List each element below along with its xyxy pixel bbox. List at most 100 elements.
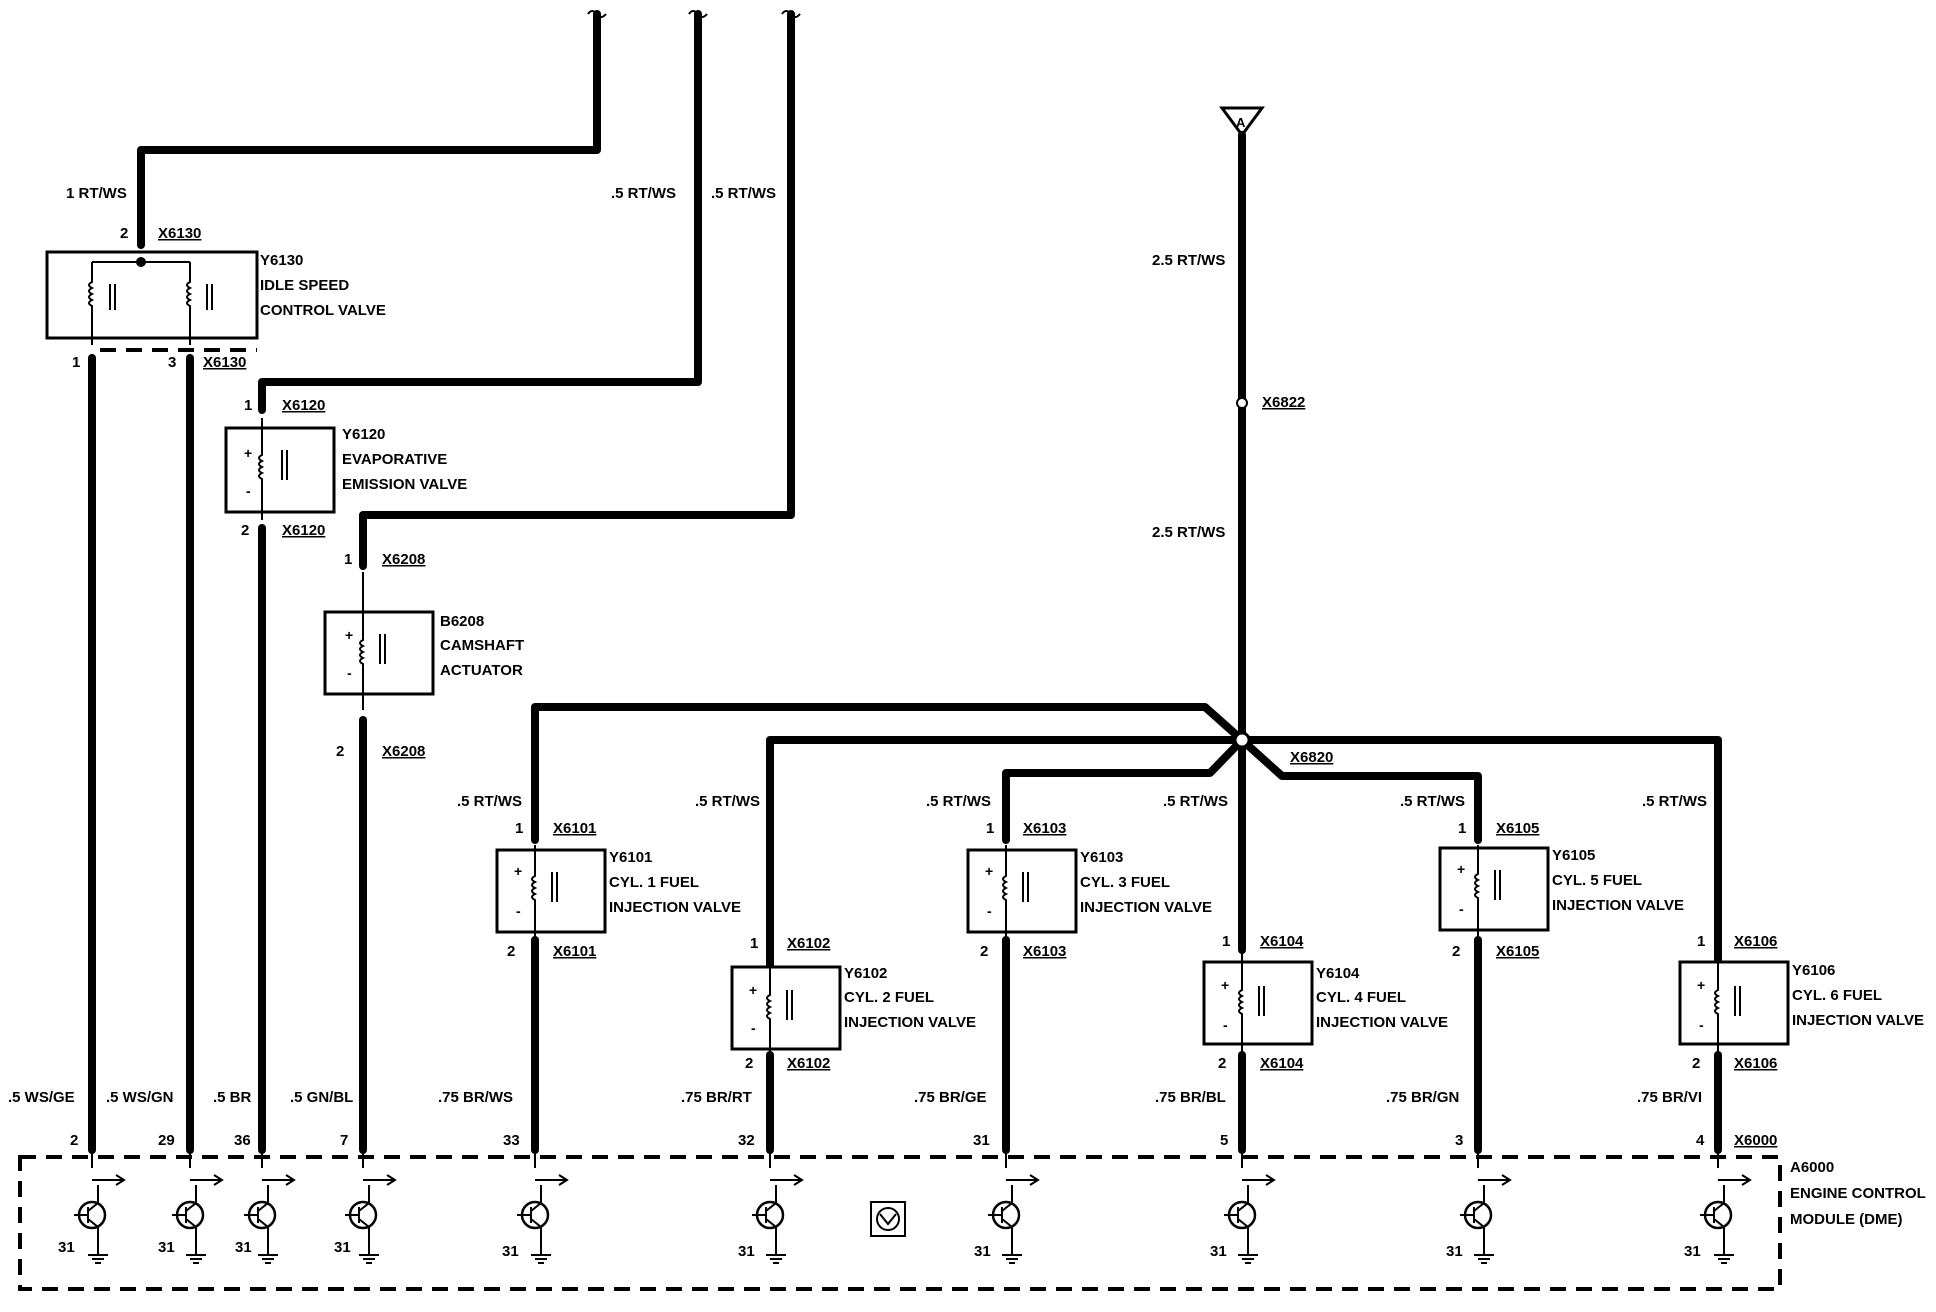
- y6106-line2: INJECTION VALVE: [1792, 1012, 1924, 1029]
- svg-text:-: -: [1699, 1017, 1704, 1033]
- ground-label-4: 31: [334, 1239, 351, 1256]
- svg-text:+: +: [1697, 977, 1705, 993]
- bottom-wire-10-label: .75 BR/VI: [1637, 1089, 1702, 1106]
- transistor-part: [766, 1254, 786, 1264]
- transistor-part: [257, 1185, 269, 1212]
- transistor-part: [88, 1254, 108, 1264]
- y6103-id: Y6103: [1080, 849, 1123, 866]
- ground-label-3: 31: [235, 1239, 252, 1256]
- svg-text:+: +: [985, 863, 993, 879]
- y6106-bottom-pin: 2: [1692, 1055, 1700, 1072]
- bottom-wire-6-label: .75 BR/RT: [681, 1089, 752, 1106]
- x6820-label: X6820: [1290, 749, 1333, 766]
- module-pin-9: 3: [1455, 1132, 1463, 1149]
- b6208-line2: ACTUATOR: [440, 662, 523, 679]
- svg-text:-: -: [751, 1020, 756, 1036]
- injector-5-feed-label: .5 RT/WS: [1400, 793, 1465, 810]
- y6102-top-pin: 1: [750, 935, 758, 952]
- terminal-a-label: A: [1236, 115, 1246, 130]
- transistor-part: [1001, 1185, 1013, 1212]
- y6101-top-conn: X6101: [553, 820, 596, 837]
- module-transistor: [1224, 1150, 1276, 1264]
- main-feed-lower-label: 2.5 RT/WS: [1152, 524, 1225, 541]
- transistor-part: [358, 1218, 370, 1247]
- transistor-part: [213, 1174, 224, 1186]
- y6101-bottom-conn: X6101: [553, 943, 596, 960]
- svg-text:-: -: [1459, 901, 1464, 917]
- injector-3-feed-label: .5 RT/WS: [926, 793, 991, 810]
- svg-text:+: +: [514, 863, 522, 879]
- y6102-line1: CYL. 2 FUEL: [844, 989, 934, 1006]
- svg-text:+: +: [749, 982, 757, 998]
- module-pin-8: 5: [1220, 1132, 1228, 1149]
- module-pin-4: 7: [340, 1132, 348, 1149]
- b6208-top-conn: X6208: [382, 551, 425, 568]
- injector-cyl-4: + -: [1202, 950, 1314, 1055]
- svg-text:-: -: [987, 903, 992, 919]
- y6102-line2: INJECTION VALVE: [844, 1014, 976, 1031]
- injector-2-feed-label: .5 RT/WS: [695, 793, 760, 810]
- transistor-part: [530, 1218, 542, 1247]
- module-pin-3: 36: [234, 1132, 251, 1149]
- b6208-top-pin: 1: [344, 551, 352, 568]
- transistor-part: [1714, 1254, 1734, 1264]
- transistor-part: [558, 1174, 569, 1186]
- transistor-part: [258, 1254, 278, 1264]
- module-transistor: [1700, 1150, 1752, 1264]
- top-wire-3-label: .5 RT/WS: [711, 185, 776, 202]
- y6103-bottom-pin: 2: [980, 943, 988, 960]
- y6106-id: Y6106: [1792, 962, 1835, 979]
- module-line1: ENGINE CONTROL: [1790, 1185, 1926, 1202]
- y6104-top-conn: X6104: [1260, 933, 1304, 950]
- svg-text:-: -: [347, 665, 352, 681]
- y6130-bottom-conn: X6130: [203, 354, 246, 371]
- ground-label-9: 31: [1446, 1243, 1463, 1260]
- y6120-bottom-pin: 2: [241, 522, 249, 539]
- transistor-part: [185, 1218, 197, 1247]
- module-ground-symbols: [74, 1150, 1752, 1264]
- transistor-part: [115, 1174, 126, 1186]
- y6105-line2: INJECTION VALVE: [1552, 897, 1684, 914]
- y6103-bottom-conn: X6103: [1023, 943, 1066, 960]
- transistor-part: [1029, 1174, 1040, 1186]
- injector-cyl-1: + -: [495, 845, 607, 940]
- top-wire-3: [359, 10, 801, 570]
- y6105-top-conn: X6105: [1496, 820, 1539, 837]
- bottom-wire-7-label: .75 BR/GE: [914, 1089, 987, 1106]
- transistor-part: [765, 1218, 777, 1247]
- splice-distribution: [531, 703, 1722, 974]
- ground-label-5: 31: [502, 1243, 519, 1260]
- svg-text:-: -: [516, 903, 521, 919]
- evaporative-emission-valve: + -: [224, 418, 336, 520]
- y6130-line1: IDLE SPEED: [260, 277, 349, 294]
- idle-speed-control-valve: [45, 250, 259, 345]
- top-wire-2-label: .5 RT/WS: [611, 185, 676, 202]
- module-transistor: [988, 1150, 1040, 1264]
- y6101-line1: CYL. 1 FUEL: [609, 874, 699, 891]
- transistor-part: [1501, 1174, 1512, 1186]
- terminal-a: A: [1219, 106, 1265, 138]
- bottom-wire-5-label: .75 BR/WS: [438, 1089, 513, 1106]
- svg-text:+: +: [345, 627, 353, 643]
- injector-cyl-2: + -: [730, 962, 842, 1055]
- y6104-bottom-pin: 2: [1218, 1055, 1226, 1072]
- transistor-part: [186, 1254, 206, 1264]
- top-wire-2: [258, 10, 708, 414]
- bottom-wire-3-label: .5 BR: [213, 1089, 252, 1106]
- top-wire-1-label: 1 RT/WS: [66, 185, 127, 202]
- y6104-line2: INJECTION VALVE: [1316, 1014, 1448, 1031]
- ground-label-2: 31: [158, 1239, 175, 1256]
- b6208-bottom-pin: 2: [336, 743, 344, 760]
- svg-text:-: -: [1223, 1017, 1228, 1033]
- y6104-bottom-conn: X6104: [1260, 1055, 1304, 1072]
- module-transistor: [172, 1150, 224, 1264]
- y6130-id: Y6130: [260, 252, 303, 269]
- y6130-bottom-pin-3: 3: [168, 354, 176, 371]
- transistor-part: [1237, 1185, 1249, 1212]
- y6101-top-pin: 1: [515, 820, 523, 837]
- b6208-id: B6208: [440, 613, 484, 630]
- transistor-part: [530, 1185, 542, 1212]
- module-pin-10: 4: [1696, 1132, 1705, 1149]
- transistor-part: [531, 1254, 551, 1264]
